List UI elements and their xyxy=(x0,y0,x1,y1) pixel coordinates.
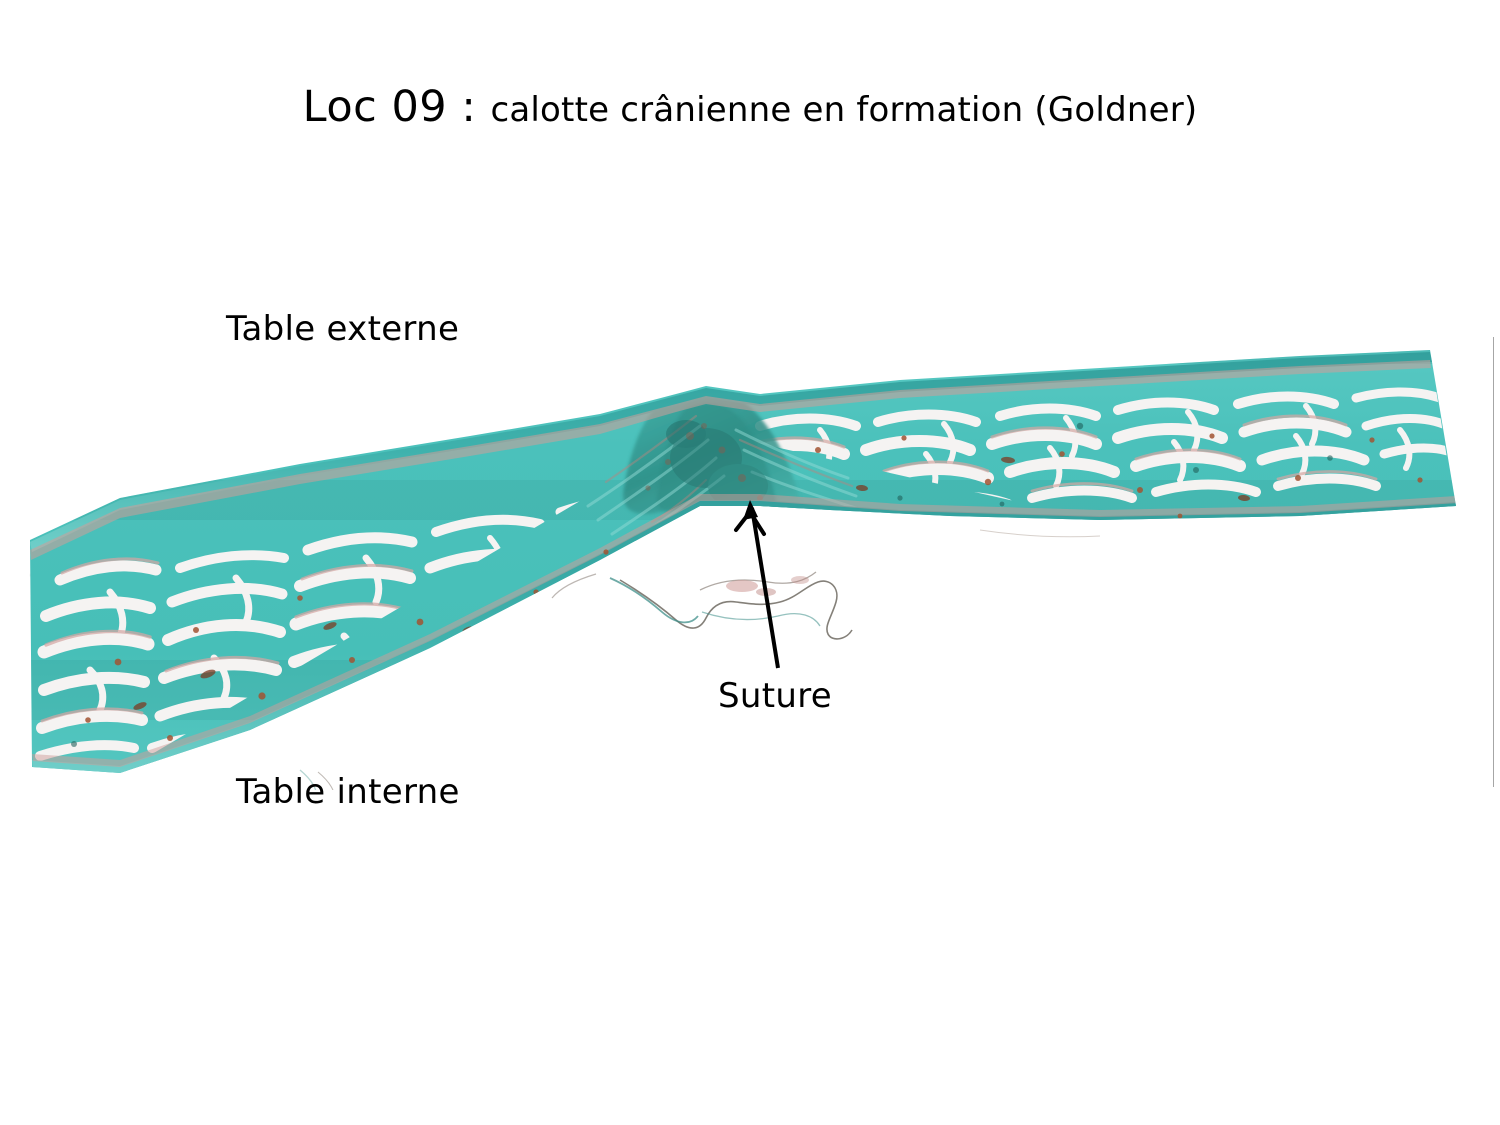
histology-svg xyxy=(30,350,1456,790)
outer-cortical-plate xyxy=(30,352,1432,552)
suture-zone xyxy=(586,393,864,546)
slide-right-rule xyxy=(1493,337,1494,787)
page-title-subject: calotte crânienne en formation (Goldner) xyxy=(490,90,1198,130)
page-title: Loc 09 : calotte crânienne en formation … xyxy=(0,82,1500,132)
tissue-wisps xyxy=(299,529,1101,790)
label-table-interne: Table interne xyxy=(236,772,460,812)
label-table-externe: Table externe xyxy=(226,309,460,349)
label-suture: Suture xyxy=(718,676,832,716)
page-title-prefix: Loc 09 : xyxy=(302,82,491,132)
bone-plate-body xyxy=(30,350,1456,773)
inner-dural-membrane xyxy=(551,571,853,640)
histology-figure xyxy=(0,330,1470,790)
